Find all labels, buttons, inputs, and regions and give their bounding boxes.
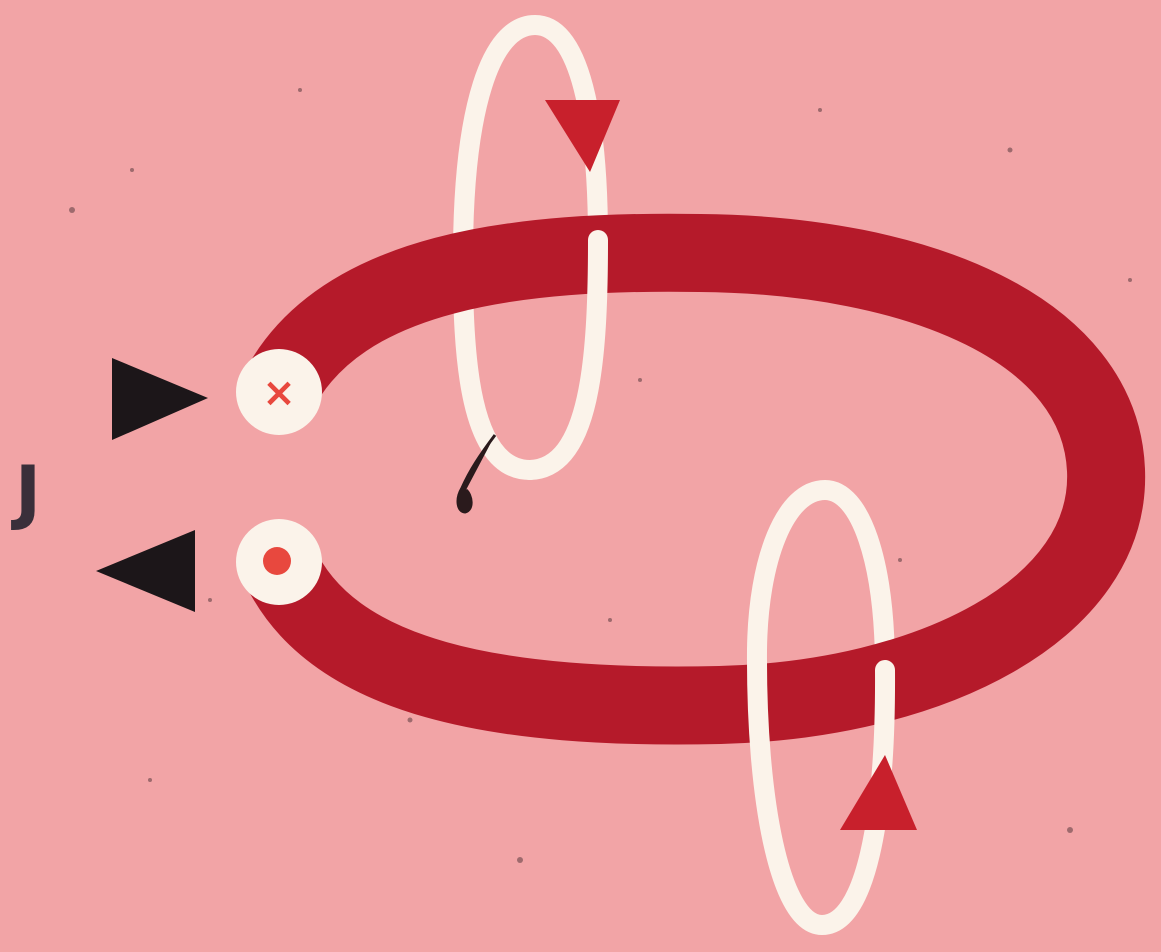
out-of-page-dot [263,547,291,575]
conductor-loop [278,253,1106,706]
end-cap-out-of-page [236,519,322,605]
triangle-left-icon [96,530,195,612]
triangle-right-icon [112,358,208,440]
triangle-down-icon [545,100,620,172]
end-cap-into-page: × [236,349,322,435]
triangle-up-icon [840,755,917,830]
field-loop-lower-back [757,490,885,670]
current-label: J [11,451,41,533]
into-page-symbol: × [262,370,296,416]
